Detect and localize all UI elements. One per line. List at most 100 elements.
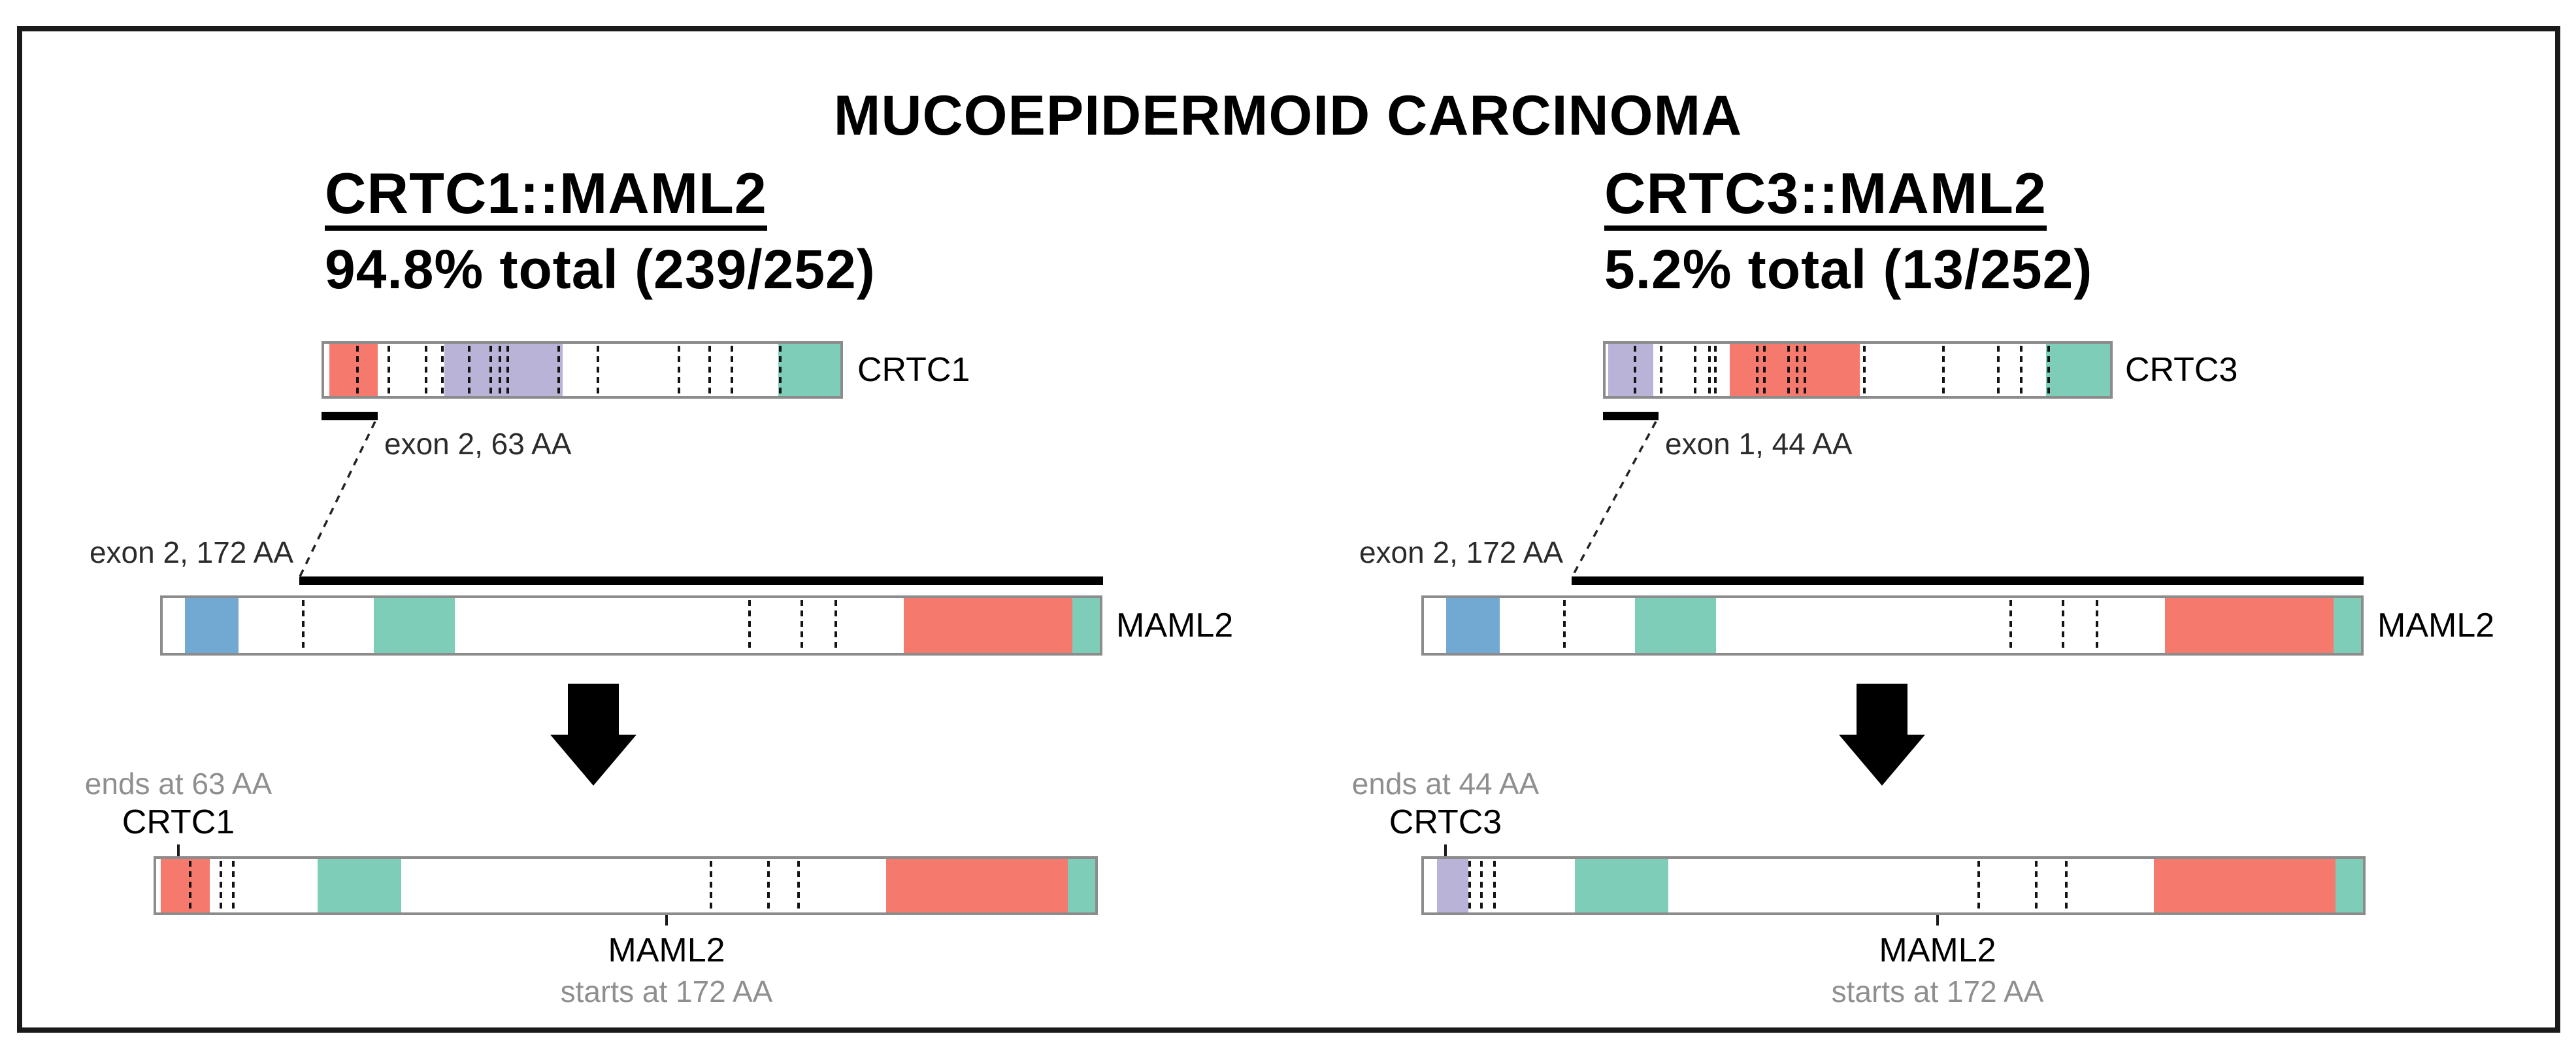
exon-boundary-dash <box>467 346 471 394</box>
protein-domain-salmon <box>161 859 210 912</box>
exon-boundary-dash <box>596 346 599 394</box>
exon-annotation: exon 2, 63 AA <box>384 427 572 461</box>
figure-title: MUCOEPIDERMOID CARCINOMA <box>833 84 1743 147</box>
label-tick <box>1936 915 1939 926</box>
exon-boundary-dash <box>387 346 390 394</box>
product-starts-label: starts at 172 AA <box>560 975 773 1009</box>
exon-boundary-dash <box>1787 346 1791 394</box>
exon-boundary-dash <box>2020 346 2023 394</box>
exon-boundary-dash <box>2009 600 2012 651</box>
exon-boundary-dash <box>2047 346 2050 394</box>
exon-boundary-dash <box>1763 346 1766 394</box>
kept-exon-marker <box>1603 412 1659 420</box>
exon-boundary-dash <box>188 861 191 910</box>
protein-domain-teal <box>318 859 402 912</box>
protein-domain-lavender <box>1437 859 1468 912</box>
label-tick <box>665 915 668 926</box>
exon-boundary-dash <box>2095 600 2098 651</box>
label-tick <box>1444 844 1447 856</box>
exon-annotation: exon 1, 44 AA <box>1665 427 1853 461</box>
exon-boundary-dash <box>1563 600 1566 651</box>
exon-boundary-dash <box>1942 346 1945 394</box>
protein-domain-teal <box>2045 344 2110 396</box>
exon-boundary-dash <box>748 600 751 651</box>
exon-boundary-dash <box>440 346 444 394</box>
exon-boundary-dash <box>1714 346 1717 394</box>
exon-boundary-dash <box>1803 346 1806 394</box>
down-arrow-icon <box>1839 735 1925 786</box>
protein-domain-lavender <box>444 344 563 396</box>
exon-boundary-dash <box>797 861 800 910</box>
exon-boundary-dash <box>779 346 782 394</box>
protein-domain-blue <box>185 598 239 653</box>
maml2-exon-annotation: exon 2, 172 AA <box>1359 535 1563 569</box>
down-arrow-icon <box>1857 684 1907 735</box>
exon-boundary-dash <box>800 600 803 651</box>
exon-boundary-dash <box>506 346 510 394</box>
protein-domain-salmon <box>1729 344 1860 396</box>
protein-domain-salmon <box>329 344 378 396</box>
down-arrow-icon <box>568 684 619 735</box>
exon-boundary-dash <box>220 861 223 910</box>
exon-boundary-dash <box>1996 346 2000 394</box>
exon-boundary-dash <box>489 346 493 394</box>
protein-domain-salmon <box>904 598 1073 653</box>
exon-boundary-dash <box>2034 861 2038 910</box>
protein-domain-salmon <box>885 859 1068 912</box>
gene-label-crtc1: CRTC1 <box>857 351 970 389</box>
fusion-name-crtc3-maml2: CRTC3::MAML2 <box>1604 165 2047 231</box>
gene-label-maml2: MAML2 <box>1116 607 1234 644</box>
protein-domain-salmon <box>2165 598 2334 653</box>
kept-exon-marker <box>322 412 378 420</box>
exon-boundary-dash <box>2064 861 2068 910</box>
maml2-exon-annotation: exon 2, 172 AA <box>89 535 293 569</box>
protein-domain-teal <box>1072 598 1100 653</box>
exon-boundary-dash <box>1479 861 1483 910</box>
exon-boundary-dash <box>1468 861 1472 910</box>
label-tick <box>177 844 180 856</box>
exon-boundary-dash <box>1708 346 1711 394</box>
fusion-frequency-crtc1-maml2: 94.8% total (239/252) <box>325 239 876 300</box>
panel-header-crtc3: CRTC3::MAML2 5.2% total (13/252) <box>1604 165 2092 297</box>
exon-boundary-dash <box>767 861 770 910</box>
panel-header-crtc1: CRTC1::MAML2 94.8% total (239/252) <box>325 165 876 297</box>
retained-region-line <box>299 576 1103 585</box>
product-gene-label-crtc1: CRTC1 <box>122 803 235 841</box>
protein-domain-teal <box>1575 859 1668 912</box>
exon-boundary-dash <box>302 600 305 651</box>
fusion-frequency-crtc3-maml2: 5.2% total (13/252) <box>1604 239 2093 300</box>
retained-region-line <box>1572 576 2364 585</box>
exon-boundary-dash <box>1795 346 1798 394</box>
product-gene-label-crtc3: CRTC3 <box>1389 803 1502 841</box>
gene-label-crtc3: CRTC3 <box>2125 351 2238 389</box>
exon-boundary-dash <box>834 600 837 651</box>
exon-boundary-dash <box>1977 861 1981 910</box>
product-ends-label: ends at 44 AA <box>1351 767 1540 801</box>
exon-boundary-dash <box>355 346 359 394</box>
product-ends-label: ends at 63 AA <box>84 767 272 801</box>
exon-boundary-dash <box>2061 600 2064 651</box>
protein-domain-teal <box>373 598 455 653</box>
exon-boundary-dash <box>710 861 713 910</box>
down-arrow-icon <box>550 735 636 786</box>
product-maml2-label: MAML2 <box>608 931 725 969</box>
exon-boundary-dash <box>708 346 712 394</box>
exon-boundary-dash <box>1756 346 1759 394</box>
exon-boundary-dash <box>425 346 428 394</box>
exon-boundary-dash <box>557 346 561 394</box>
exon-boundary-dash <box>1493 861 1496 910</box>
exon-boundary-dash <box>1633 346 1636 394</box>
exon-boundary-dash <box>499 346 502 394</box>
exon-boundary-dash <box>731 346 734 394</box>
protein-domain-teal <box>1068 859 1095 912</box>
protein-domain-lavender <box>1608 344 1653 396</box>
exon-boundary-dash <box>677 346 680 394</box>
exon-boundary-dash <box>1863 346 1866 394</box>
exon-boundary-dash <box>1659 346 1662 394</box>
fusion-name-crtc1-maml2: CRTC1::MAML2 <box>325 165 767 231</box>
gene-label-maml2: MAML2 <box>2377 607 2495 644</box>
gene-bar-crtc1 <box>322 341 843 399</box>
exon-boundary-dash <box>231 861 235 910</box>
protein-domain-teal <box>2334 598 2361 653</box>
